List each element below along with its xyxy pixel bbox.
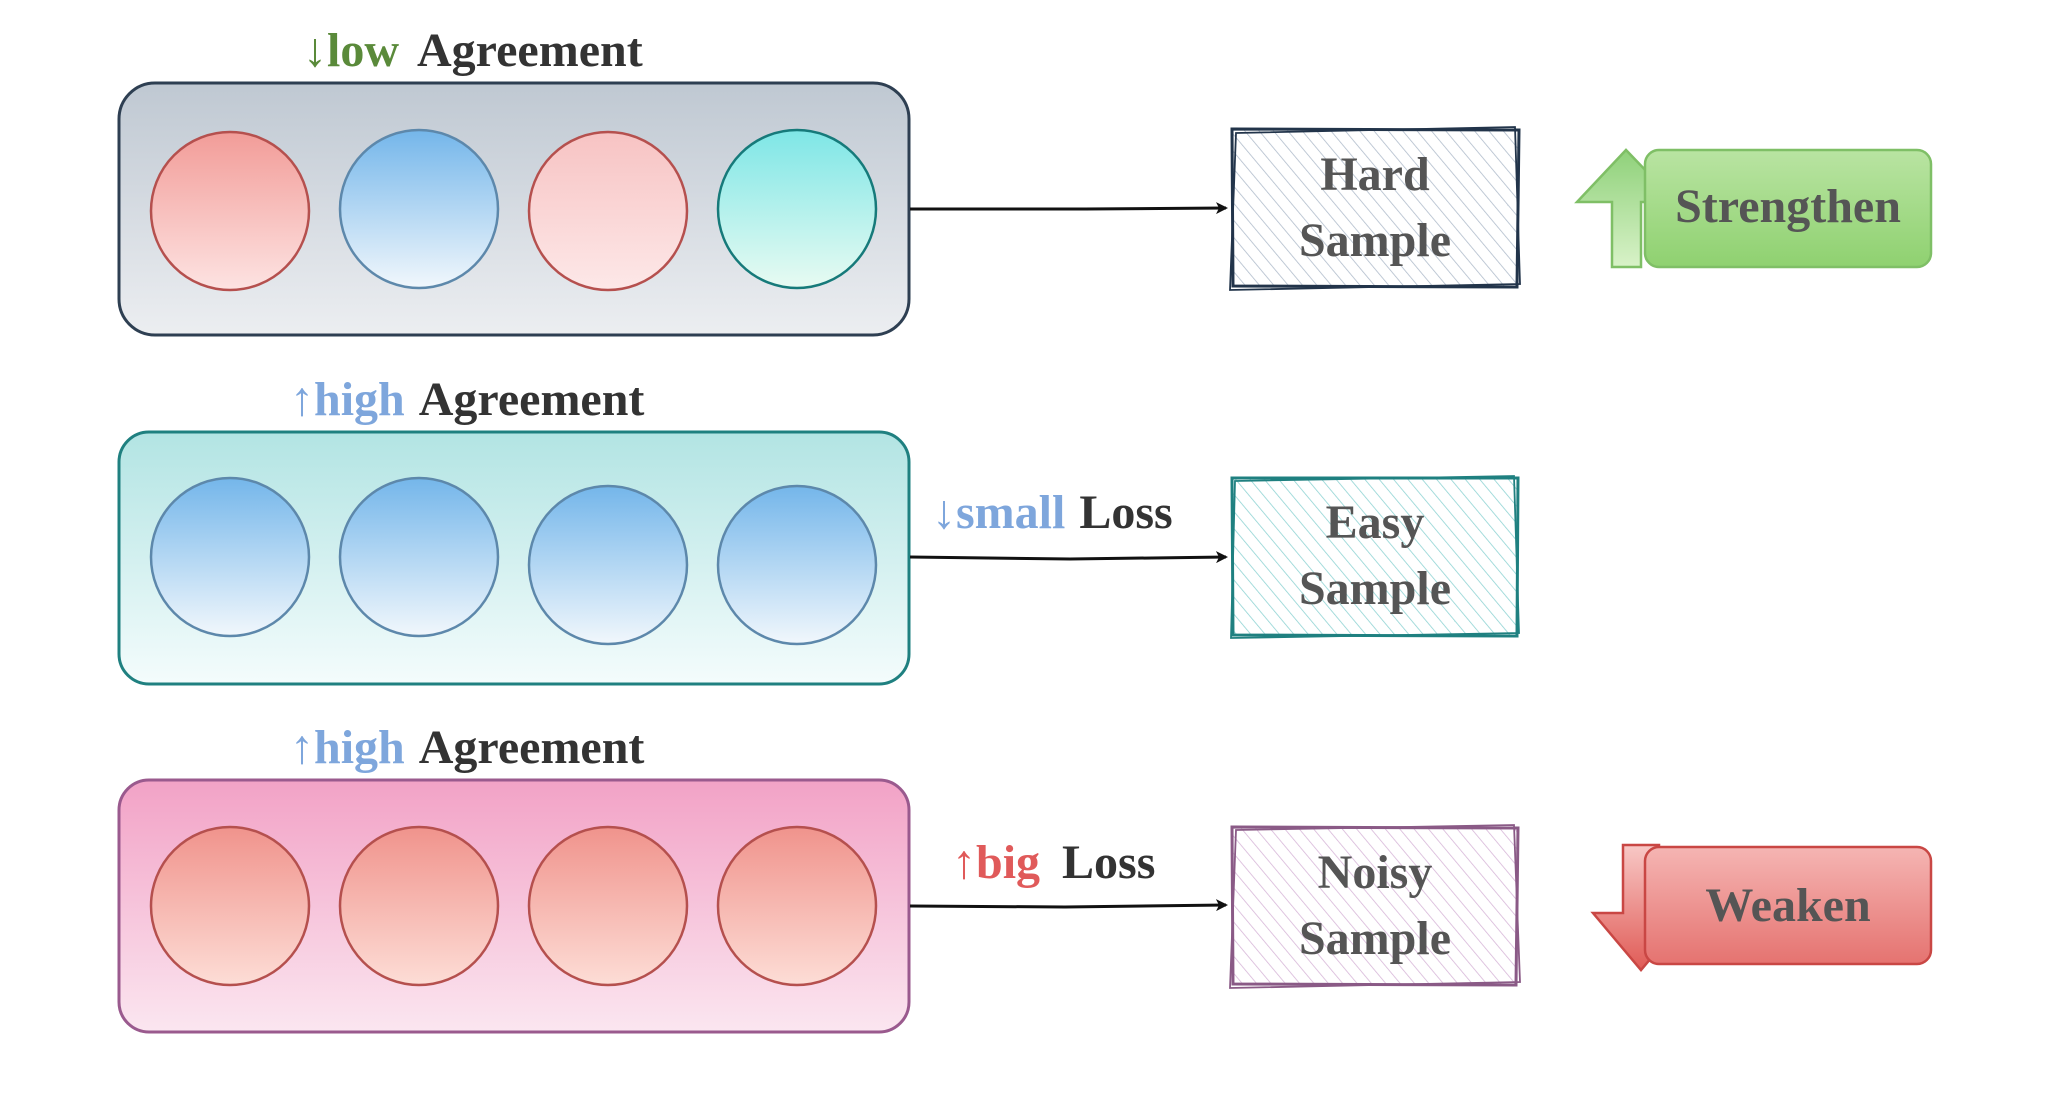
agreement-container-2 <box>117 430 911 686</box>
hatch-fill <box>1233 478 1517 636</box>
strengthen-label: Strengthen <box>1675 180 1901 233</box>
model-circle <box>527 484 689 646</box>
sample-box-noisy: Noisy Sample <box>1229 824 1521 989</box>
model-circle <box>527 825 689 987</box>
model-circle <box>149 476 311 638</box>
loss-keyword: small <box>956 486 1065 539</box>
header-rest: Agreement <box>419 721 645 774</box>
flow-arrow-1 <box>910 202 1228 215</box>
header-row-3: ↑high Agreement <box>290 721 644 774</box>
sample-box-easy: Easy Sample <box>1230 475 1520 639</box>
header-rest: Agreement <box>419 373 645 426</box>
sample-line-2: Sample <box>1299 214 1451 267</box>
loss-rest: Loss <box>1079 486 1172 539</box>
model-circle <box>149 130 311 292</box>
header-keyword: high <box>314 721 405 774</box>
strengthen-badge <box>1643 148 1933 269</box>
up-arrow-glyph: ↑ <box>290 373 314 426</box>
sample-line-2: Sample <box>1299 912 1451 965</box>
up-arrow-glyph: ↑ <box>952 836 976 889</box>
model-circle <box>716 825 878 987</box>
header-keyword: high <box>314 373 405 426</box>
loss-label-3: ↑big Loss <box>952 836 1155 889</box>
model-circle <box>338 825 500 987</box>
model-circle <box>338 128 500 290</box>
sample-box-hard: Hard Sample <box>1229 126 1521 291</box>
sample-line-1: Hard <box>1320 148 1430 201</box>
sketch-border <box>1229 126 1521 291</box>
agreement-container-3 <box>117 778 911 1034</box>
sample-line-1: Noisy <box>1318 846 1433 899</box>
header-keyword: low <box>327 24 399 77</box>
header-row-1: ↓low Agreement <box>303 24 643 77</box>
loss-rest: Loss <box>1062 836 1155 889</box>
model-circle <box>716 128 878 290</box>
hatch-fill <box>1233 827 1517 985</box>
model-circle <box>338 476 500 638</box>
sample-line-2: Sample <box>1299 562 1451 615</box>
loss-keyword: big <box>976 836 1040 889</box>
weaken-label: Weaken <box>1705 879 1870 932</box>
sample-line-1: Easy <box>1326 496 1425 549</box>
down-arrow-glyph: ↓ <box>932 486 956 539</box>
up-arrow-glyph: ↑ <box>290 721 314 774</box>
hatch-fill <box>1233 129 1518 287</box>
loss-label-2: ↓small Loss <box>932 486 1173 539</box>
row-easy: ↑high Agreement ↓small Loss Easy Sample <box>117 373 1520 686</box>
model-circle <box>716 484 878 646</box>
header-rest: Agreement <box>417 24 643 77</box>
sketch-border <box>1229 824 1521 989</box>
down-arrow-glyph: ↓ <box>303 24 327 77</box>
header-row-2: ↑high Agreement <box>290 373 644 426</box>
weaken-badge <box>1643 845 1933 966</box>
row-hard: ↓low Agreement Hard Sample Strengthen <box>117 24 1933 337</box>
model-circle <box>149 825 311 987</box>
sketch-border <box>1230 475 1520 639</box>
flow-arrow-2 <box>909 551 1228 564</box>
model-circle <box>527 130 689 292</box>
agreement-container-1 <box>117 81 911 337</box>
flow-arrow-3 <box>909 899 1228 912</box>
